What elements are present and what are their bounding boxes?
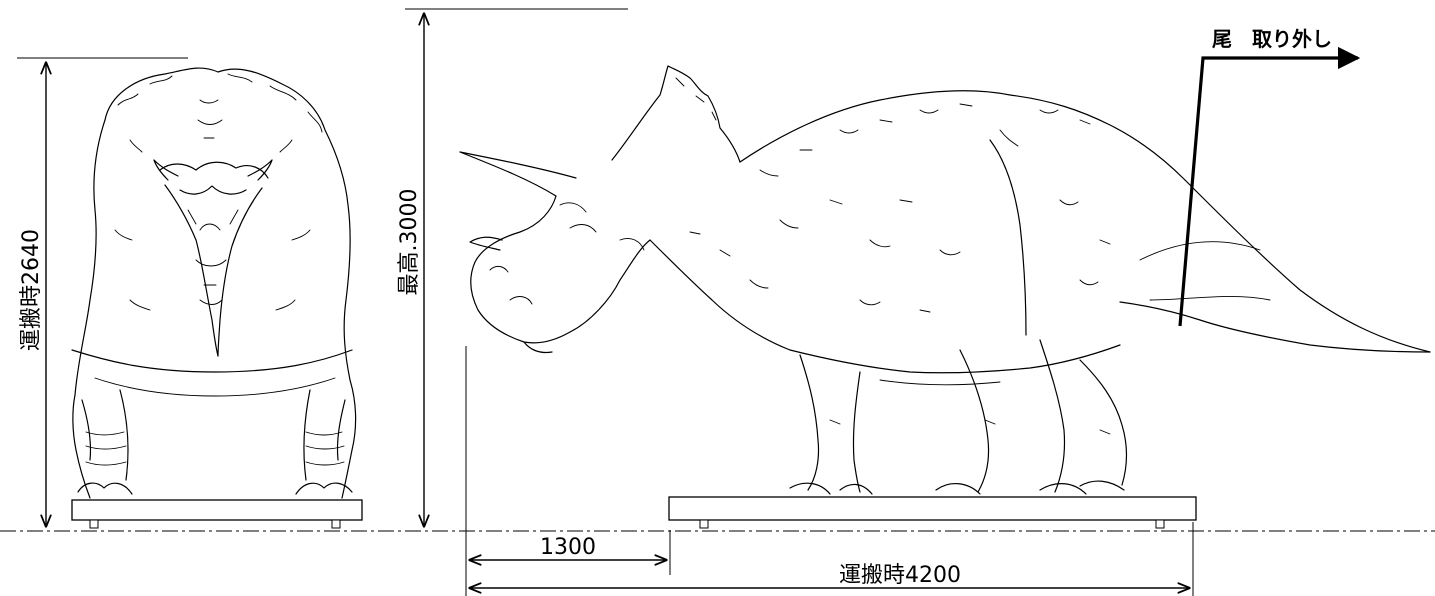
tail-removal-label: 尾 取り外し — [1212, 27, 1332, 51]
front-view-dinosaur — [71, 67, 363, 529]
offset-label: 1300 — [540, 535, 596, 560]
tail-removal-line — [1178, 46, 1361, 327]
transport-length-label: 運搬時4200 — [839, 563, 961, 588]
side-pedestal — [668, 496, 1197, 521]
max-height-label: 最高.3000 — [397, 189, 422, 296]
front-height-label: 運搬時2640 — [19, 229, 44, 351]
side-view-dinosaur — [459, 65, 1431, 529]
front-pedestal — [71, 499, 363, 521]
